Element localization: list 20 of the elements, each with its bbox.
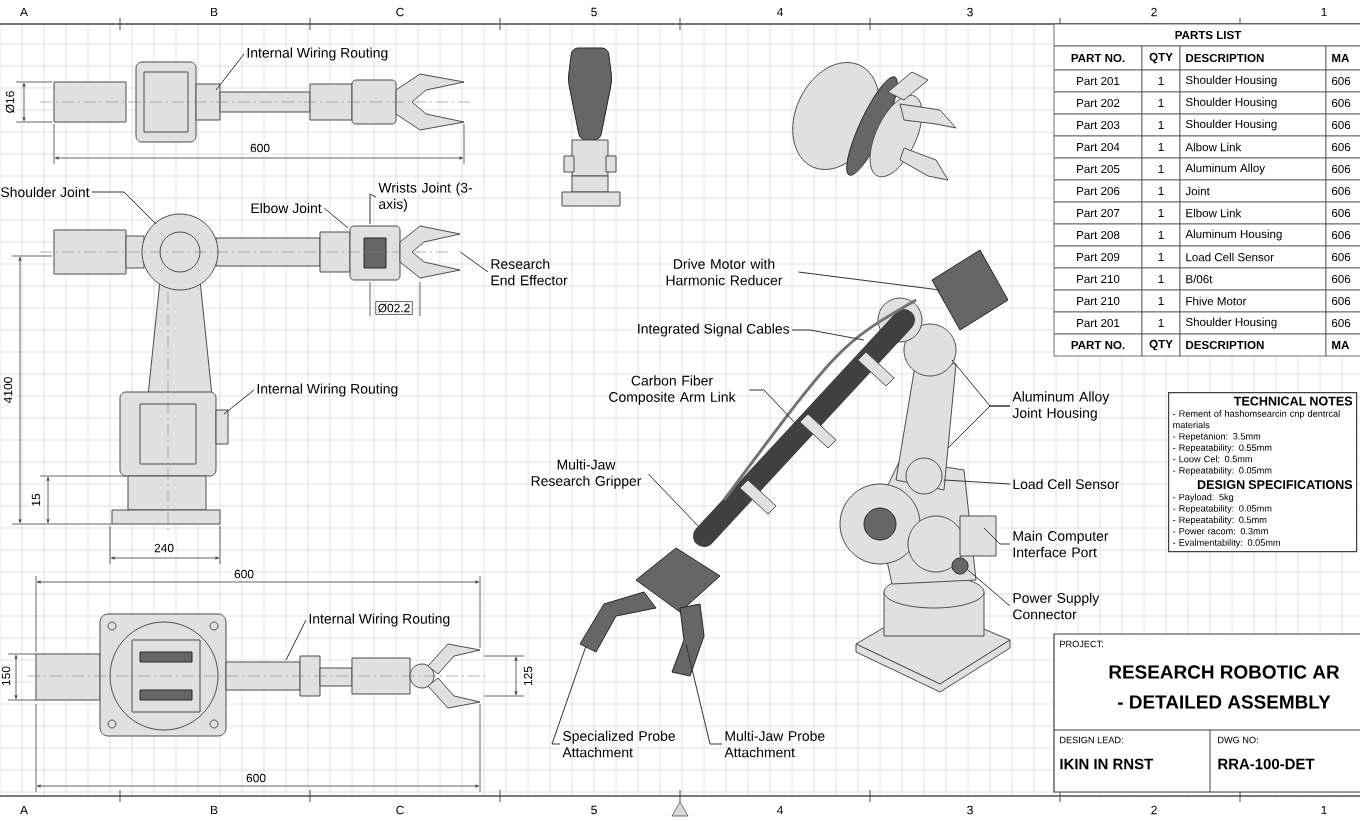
leader-line [748, 389, 797, 425]
leader-line [369, 193, 377, 225]
leader-line [983, 527, 1011, 545]
leader-line [797, 271, 941, 291]
leader-line [285, 619, 307, 661]
label: RESEARCH ROBOTIC AR [1109, 665, 1340, 679]
leader-line [647, 473, 701, 529]
leader-line [947, 405, 1011, 449]
leader-line [91, 191, 157, 225]
leader-line [967, 569, 1011, 607]
leader-line [223, 389, 255, 415]
leader-line [685, 643, 723, 745]
leader-line [551, 645, 587, 745]
leader-line [791, 329, 865, 341]
label: - DETAILED ASSEMBLY [1118, 695, 1331, 709]
end-effector-drawing [399, 225, 461, 279]
leader-line [323, 207, 349, 229]
leader-line [459, 251, 489, 273]
leader-line [215, 53, 245, 91]
leader-line [943, 479, 1011, 485]
